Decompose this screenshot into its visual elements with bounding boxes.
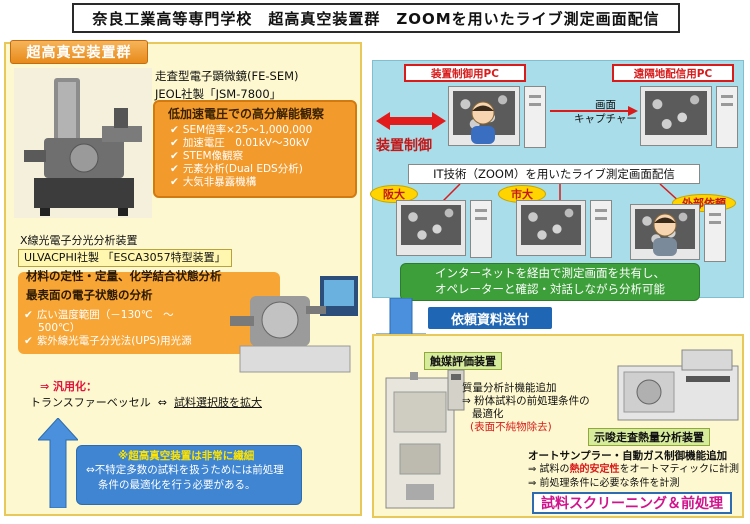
sem-maker: JEOL社製「JSM-7800」 [155,87,282,101]
xps-maker: ULVACPHI社製 「ESCA3057特型装置」 [18,249,232,267]
list-item: ✔大気非暴露機構 [170,176,257,188]
ms-function-text: 質量分析計機能追加 ⇒ 粉体試料の前処理条件の 最適化 (表面不純物除去) [462,382,590,433]
page-title: 奈良工業高等専門学校 超高真空装置群 ZOOMを用いたライブ測定画面配信 [72,3,680,33]
client-pc-tower [704,204,726,262]
zoom-streaming-bar: IT技術（ZOOM）を用いたライブ測定画面配信 [408,164,700,184]
check-icon: ✔ [24,335,33,347]
generalization-detail: トランスファーベッセル ⇔ 試料選択肢を拡大 [30,394,262,410]
thermal-analyzer-image [617,349,739,421]
dsc-function-text: オートサンプラー・自動ガス制御機能追加 ⇒ 試料の熱的安定性をオートマティックに… [528,450,739,489]
up-arrow-icon [38,418,78,508]
xps-feature-box [18,272,280,354]
xps-headline-2: 最表面の電子状態の分析 [26,288,153,302]
ms-unit-image [447,369,465,411]
catalyst-instrument-image [385,372,455,509]
check-icon: ✔ [170,163,179,175]
list-item: ✔加速電圧 0.01kV～30kV [170,137,310,149]
list-item: ✔広い温度範囲（－130℃ ～ [24,309,174,321]
bidirectional-arrow-icon [376,112,446,130]
xps-feature-list: ✔広い温度範囲（－130℃ ～ 500℃） ✔紫外線光電子分光法(UPS)用光源 [24,309,192,348]
generalization-heading: ⇒ 汎用化： [40,380,98,393]
double-arrow-icon: ⇔ [157,396,167,409]
sem-name: 走査型電子顕微鏡(FE-SEM) [155,69,299,83]
sharing-info-text: インターネットを経由で測定画面を共有し、 オペレーターと確認・対話しながら分析可… [435,266,665,296]
fe-sem-instrument-image [14,68,152,218]
control-pc-label: 装置制御用PC [404,64,526,82]
list-item: 500℃） [38,322,81,334]
site-osaka-univ: 阪大 [370,185,418,203]
check-icon: ✔ [170,150,179,162]
ultra-high-vacuum-tab: 超高真空装置群 [10,40,148,64]
device-control-label: 装置制御 [376,138,432,154]
client-pc-monitor [516,200,586,256]
list-item: ✔SEM倍率×25～1,000,000 [170,124,313,136]
check-icon: ✔ [170,176,179,188]
sharing-info-box [400,263,700,301]
xps-name: X線光電子分光分析装置 [20,234,138,247]
transfer-vessel-label: トランスファーベッセル [30,396,151,409]
sample-options-label: 試料選択肢を拡大 [174,396,262,409]
capture-arrow-icon [550,106,638,116]
screen-capture-label: 画面 キャプチャー [574,99,637,125]
sem-feature-box [153,100,357,198]
client-pc-monitor [396,200,466,256]
list-item: ✔紫外線光電子分光法(UPS)用光源 [24,335,192,347]
remote-pc-tower [716,86,738,148]
client-avatar [653,213,677,256]
request-sample-bar: 依頼資料送付 [428,307,552,329]
screening-pretreatment-bar: 試料スクリーニング＆前処理 [532,492,732,514]
remote-pc-label: 遠隔地配信用PC [612,64,734,82]
xps-headline-1: 材料の定性・定量、化学結合状態分析 [26,269,222,283]
sem-headline: 低加速電圧での高分解能観察 [168,107,325,121]
caution-note-heading: ※超高真空装置は非常に繊細 [118,450,255,462]
client-pc-tower [470,200,492,258]
remote-pc-monitor [640,86,712,146]
list-item: ✔元素分析(Dual EDS分析) [170,163,303,175]
caution-note-box [76,445,302,505]
list-item: ✔STEM像観察 [170,150,244,162]
control-pc-tower [524,86,546,148]
check-icon: ✔ [170,137,179,149]
sem-heading: 走査型電子顕微鏡(FE-SEM) JEOL社製「JSM-7800」 [155,67,355,105]
dsc-analyzer-label: 示唆走査熱量分析装置 [588,428,710,446]
xps-instrument-image [230,276,358,373]
operator-avatar [471,101,495,144]
check-icon: ✔ [24,309,33,321]
caution-note-body: ⇔不特定多数の試料を扱うためには前処理 条件の最適化を行う必要がある。 [86,464,284,491]
check-icon: ✔ [170,124,179,136]
client-pc-tower [590,200,612,258]
sem-feature-list: ✔SEM倍率×25～1,000,000 ✔加速電圧 0.01kV～30kV ✔S… [170,124,312,189]
